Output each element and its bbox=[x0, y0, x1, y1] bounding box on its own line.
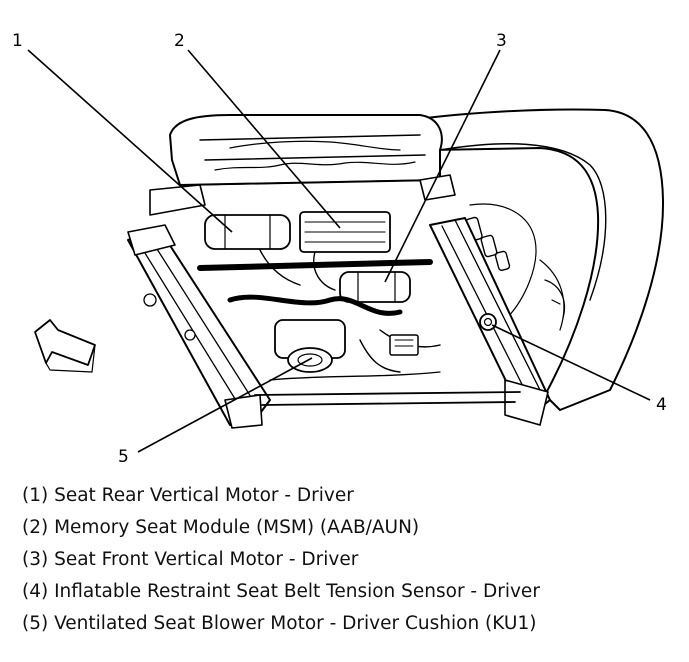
callout-1: 1 bbox=[12, 31, 23, 51]
forward-direction-arrow bbox=[34, 319, 96, 373]
leader-line-3 bbox=[384, 49, 501, 283]
legend-item-2: (2) Memory Seat Module (MSM) (AAB/AUN) bbox=[22, 517, 420, 538]
front-vertical-motor bbox=[339, 271, 411, 303]
blower-motor bbox=[274, 319, 346, 373]
legend-item-5: (5) Ventilated Seat Blower Motor - Drive… bbox=[22, 613, 537, 634]
seat-underside-diagram: 1 2 3 4 5 bbox=[12, 31, 667, 467]
leader-lines bbox=[27, 49, 651, 453]
callout-5: 5 bbox=[118, 447, 129, 467]
callout-2: 2 bbox=[174, 31, 185, 51]
legend-item-1: (1) Seat Rear Vertical Motor - Driver bbox=[22, 485, 354, 506]
callout-4: 4 bbox=[656, 395, 667, 415]
leader-line-5 bbox=[137, 357, 313, 453]
wiring-harness bbox=[197, 249, 441, 373]
left-seat-track bbox=[127, 224, 271, 429]
seat-back-shell bbox=[409, 108, 665, 411]
rear-vertical-motor bbox=[204, 214, 291, 250]
component-legend: (1) Seat Rear Vertical Motor - Driver (2… bbox=[22, 482, 540, 642]
seat-cushion-frame bbox=[149, 114, 456, 216]
legend-item-3: (3) Seat Front Vertical Motor - Driver bbox=[22, 549, 359, 570]
legend-item-4: (4) Inflatable Restraint Seat Belt Tensi… bbox=[22, 581, 540, 602]
leader-line-2 bbox=[187, 49, 341, 229]
leader-line-1 bbox=[27, 49, 233, 233]
lower-frame bbox=[254, 371, 521, 406]
memory-seat-module bbox=[299, 211, 391, 253]
seat-belt-tension-sensor bbox=[479, 313, 497, 331]
callout-3: 3 bbox=[496, 31, 507, 51]
leader-line-4 bbox=[491, 324, 651, 401]
